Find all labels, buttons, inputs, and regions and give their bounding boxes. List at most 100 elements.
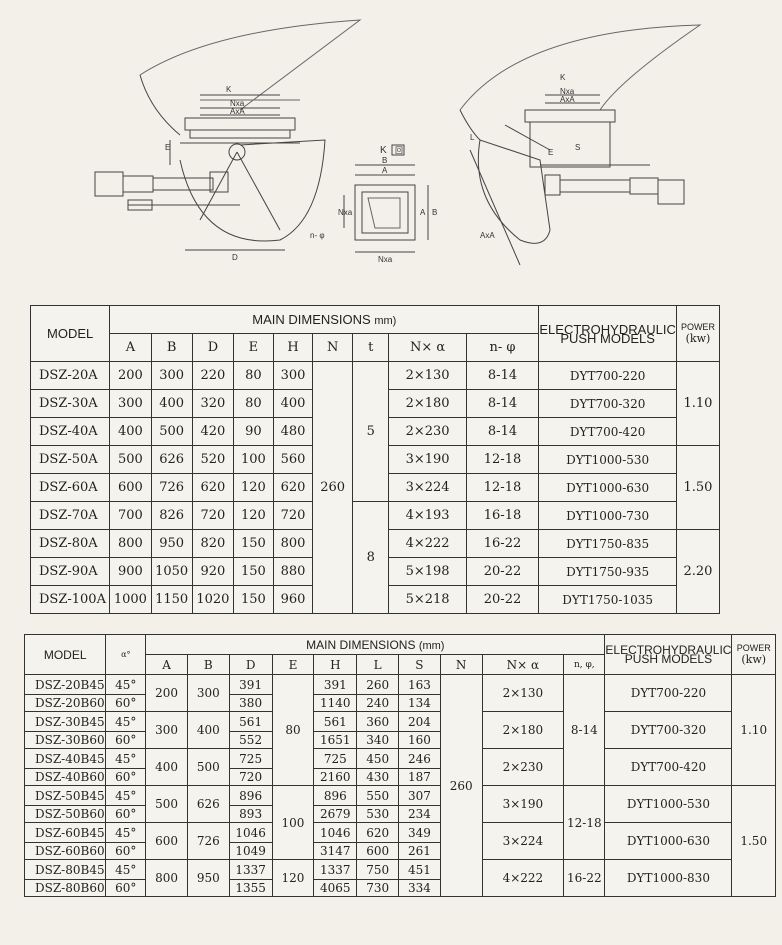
nphi-cell: 8-14 [563,674,606,786]
nphi-cell: 8-14 [465,361,540,390]
d-cell: 620 [191,473,235,502]
label-nxa-right: Nxa [560,87,575,96]
a-cell: 700 [109,501,152,530]
l-cell: 600 [356,842,400,860]
d-cell: 1046 [228,822,273,843]
b-cell: 626 [150,445,193,474]
model-cell: DSZ-50A [29,445,111,474]
l-cell: 530 [356,805,400,823]
d-cell: 893 [228,805,273,823]
e-cell: 120 [233,473,274,502]
h-cell: 880 [272,557,314,586]
col-b-s: S [398,654,441,675]
d-cell: 896 [228,785,273,806]
main-dims-header-b: MAIN DIMENSIONS (mm) [145,634,606,655]
d-cell: 1355 [228,879,273,897]
angle-cell: 60° [105,768,147,786]
label-k-box: 回 [395,146,403,155]
edh-cell: DYT700-420 [538,417,677,446]
s-cell: 261 [398,842,441,860]
s-cell: 204 [398,711,441,732]
b-cell: 300 [150,361,193,390]
d-cell: 420 [191,417,235,446]
col-b-d: D [228,654,273,675]
h-cell: 800 [272,529,314,558]
col-e: E [233,333,274,362]
h-cell: 3147 [313,842,358,860]
col-b: B [150,333,193,362]
power-cell: 1.10 [731,674,776,786]
nphi-cell: 8-14 [465,417,540,446]
label-k-view: K [380,145,387,156]
a-cell: 800 [145,859,188,897]
angle-cell: 60° [105,805,147,823]
h-cell: 720 [272,501,314,530]
l-cell: 240 [356,694,400,712]
label-e-right: E [548,148,553,157]
d-cell: 520 [191,445,235,474]
label-a-side: A [420,208,426,217]
l-cell: 550 [356,785,400,806]
edh-header: ELECTROHYDRAULIC PUSH MODELS [538,305,677,362]
label-nxa-side: Nxa [338,208,353,217]
d-cell: 552 [228,731,273,749]
model-cell: DSZ-60A [29,473,111,502]
e-cell: 150 [233,557,274,586]
nxa-cell: 5×198 [388,557,467,586]
a-cell: 200 [109,361,152,390]
col-h: H [272,333,314,362]
nphi-cell: 8-14 [465,389,540,418]
s-cell: 246 [398,748,441,769]
h-cell: 560 [272,445,314,474]
edh-cell: DYT1750-1035 [538,585,677,614]
power-cell: 1.50 [675,445,721,530]
s-cell: 349 [398,822,441,843]
d-cell: 1337 [228,859,273,880]
h-cell: 1140 [313,694,358,712]
d-cell: 920 [191,557,235,586]
nphi-cell: 12-18 [465,473,540,502]
nxa-cell: 5×218 [388,585,467,614]
model-header-b: MODEL [23,634,107,675]
a-cell: 500 [145,785,188,823]
label-axa-right: AxA [560,95,575,104]
label-nxa-bottom: Nxa [378,255,393,264]
col-nxa: N× α [388,333,467,362]
b-cell: 300 [186,674,230,712]
model-cell: DSZ-20A [29,361,111,390]
label-d: D [232,253,238,262]
h-cell: 480 [272,417,314,446]
label-axa-diag: AxA [480,231,495,240]
nphi-cell: 12-18 [465,445,540,474]
l-cell: 260 [356,674,400,695]
label-a-center: A [382,166,388,175]
d-cell: 725 [228,748,273,769]
power-header: POWER(kw) [675,305,721,362]
label-e-left: E [165,143,170,152]
s-cell: 160 [398,731,441,749]
h-cell: 300 [272,361,314,390]
model-cell: DSZ-80A [29,529,111,558]
edh-cell: DYT1000-530 [538,445,677,474]
model-cell: DSZ-60B60 [23,842,107,860]
model-cell: DSZ-80B45 [23,859,107,880]
model-cell: DSZ-50B60 [23,805,107,823]
d-cell: 720 [228,768,273,786]
l-cell: 450 [356,748,400,769]
e-cell: 80 [271,674,315,786]
l-cell: 360 [356,711,400,732]
model-cell: DSZ-30B45 [23,711,107,732]
e-cell: 100 [271,785,315,860]
e-cell: 150 [233,585,274,614]
n-cell: 260 [312,361,354,614]
nxa-cell: 2×180 [388,389,467,418]
